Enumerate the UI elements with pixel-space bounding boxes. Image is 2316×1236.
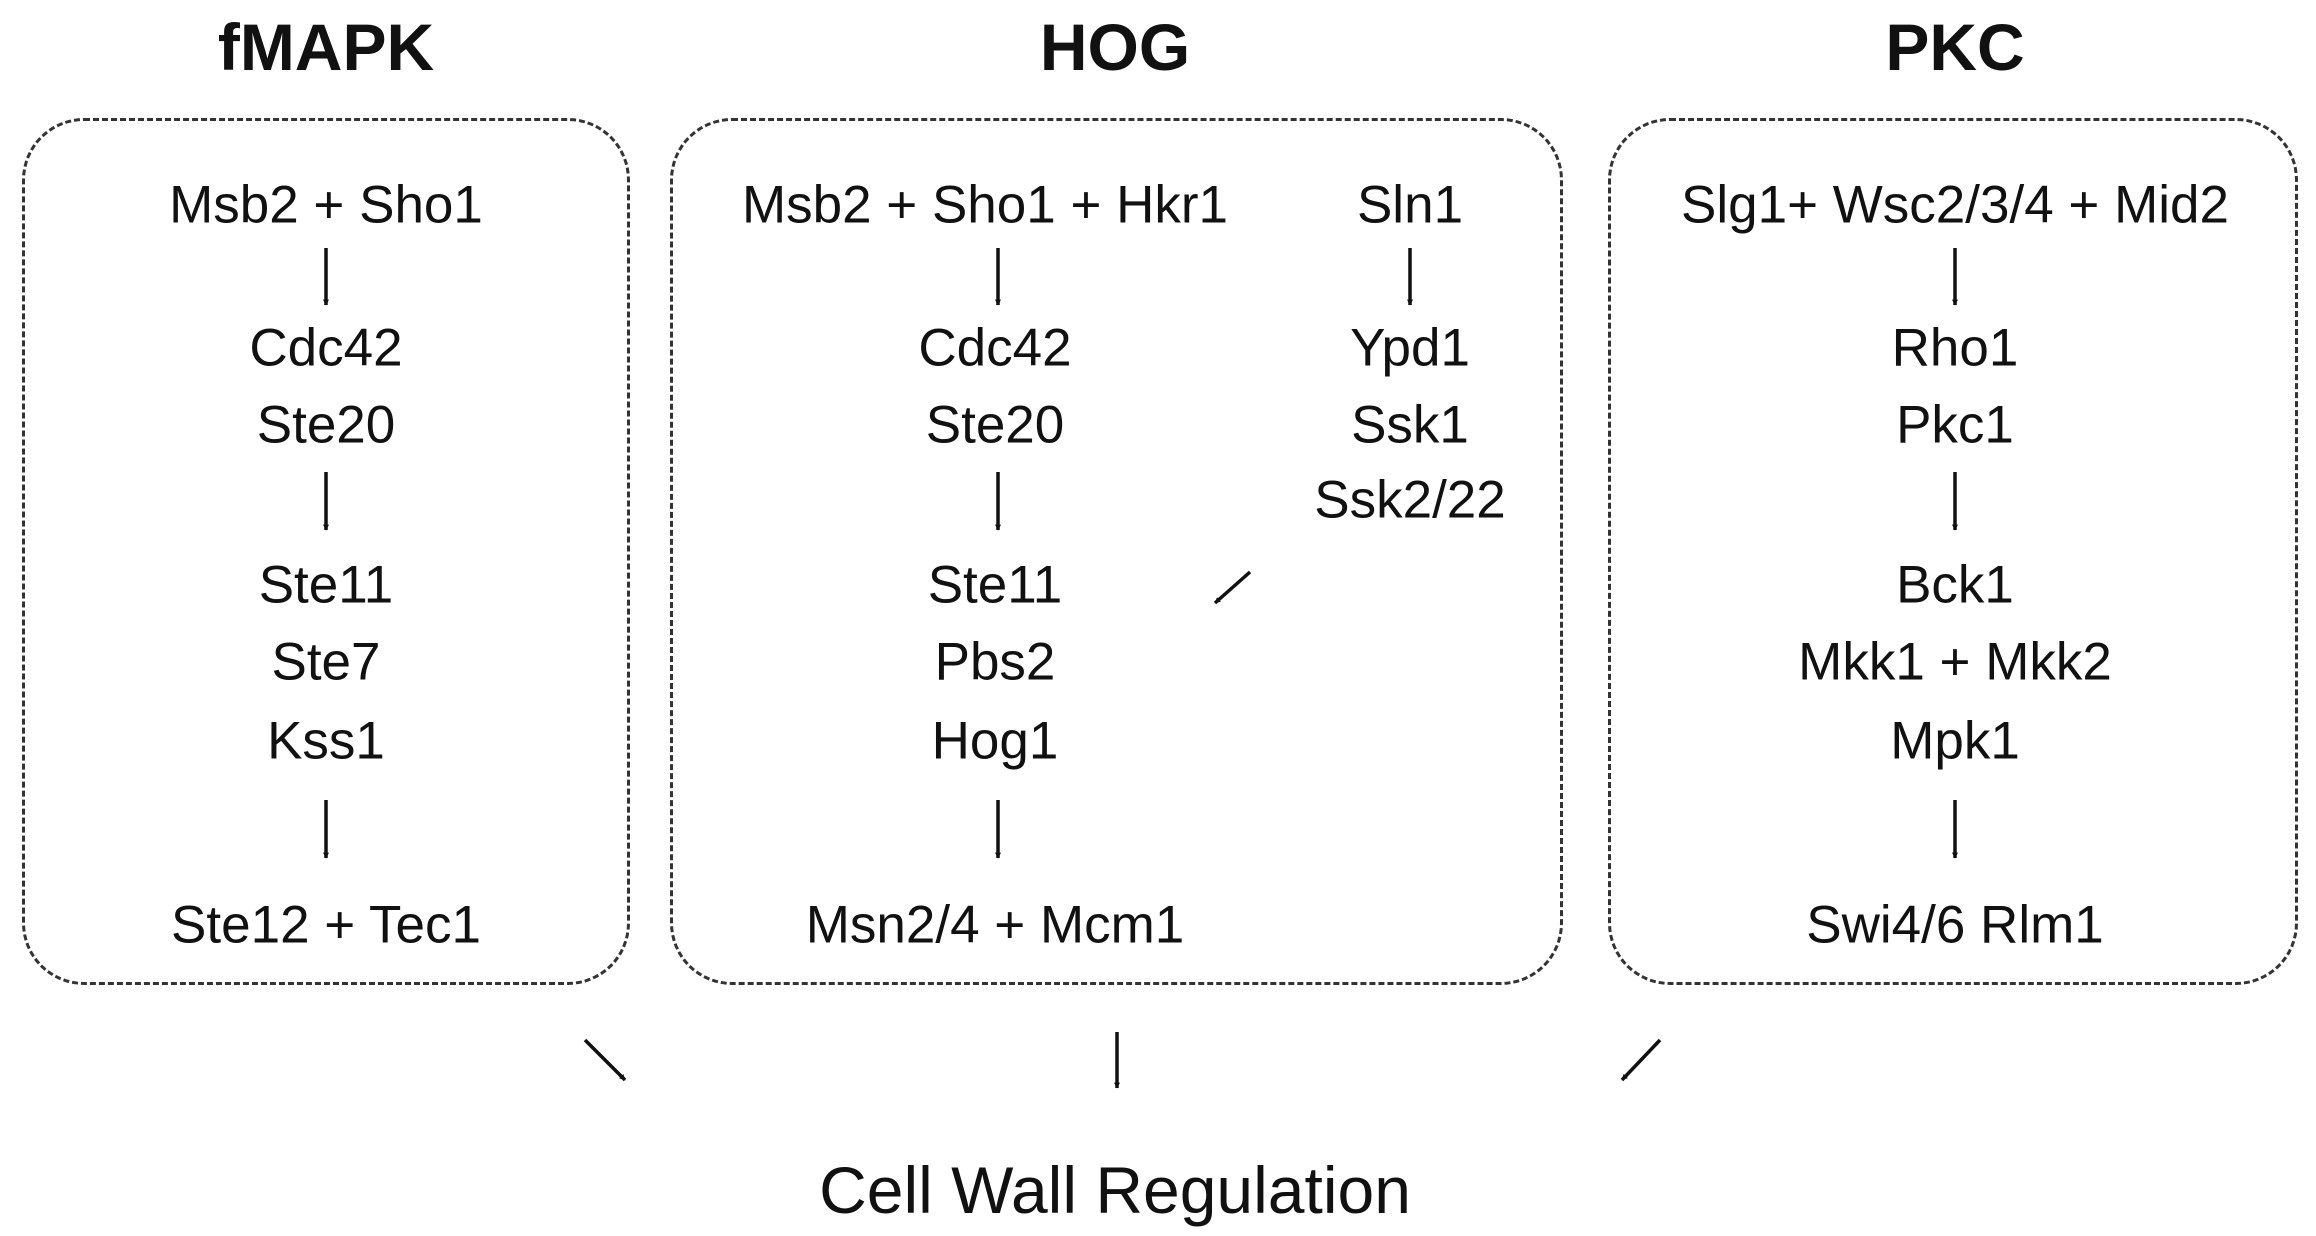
hog-pathway-box [670, 118, 1563, 985]
fmapk-pathway-box [22, 118, 630, 985]
pkc-node-pkc1: Pkc1 [1896, 395, 2014, 455]
hog-node-ste20: Ste20 [925, 395, 1065, 455]
fmapk-node-cdc42: Cdc42 [249, 318, 403, 378]
fmapk-node-ste12-tec1: Ste12 + Tec1 [171, 895, 481, 955]
hog-node-ste11: Ste11 [927, 555, 1063, 615]
pkc-pathway-box [1608, 118, 2298, 985]
fmapk-node-msb2-sho1: Msb2 + Sho1 [169, 175, 483, 235]
arrow-hog-ssk-to-pbs2 [1213, 570, 1252, 605]
pkc-node-mkk1-mkk2: Mkk1 + Mkk2 [1798, 632, 2112, 692]
pkc-node-bck1: Bck1 [1896, 555, 2014, 615]
fmapk-node-ste11: Ste11 [258, 555, 394, 615]
title-fmapk: fMAPK [217, 10, 435, 84]
hog-node-ypd1: Ypd1 [1350, 318, 1470, 378]
title-pkc: PKC [1885, 10, 2025, 84]
pkc-node-rho1: Rho1 [1891, 318, 2019, 378]
hog-node-pbs2: Pbs2 [934, 632, 1056, 692]
hog-node-msb2-sho1-hkr1: Msb2 + Sho1 + Hkr1 [741, 175, 1229, 235]
hog-node-ssk2-22: Ssk2/22 [1314, 470, 1506, 530]
hog-node-sln1: Sln1 [1356, 175, 1464, 235]
output-cell-wall-regulation: Cell Wall Regulation [819, 1153, 1411, 1227]
hog-node-cdc42: Cdc42 [918, 318, 1072, 378]
hog-node-ssk1: Ssk1 [1351, 395, 1469, 455]
pkc-node-slg1-wsc-mid2: Slg1+ Wsc2/3/4 + Mid2 [1681, 175, 2229, 235]
hog-node-hog1: Hog1 [931, 711, 1059, 771]
fmapk-node-kss1: Kss1 [267, 711, 385, 771]
pkc-node-mpk1: Mpk1 [1890, 711, 2020, 771]
hog-node-msn24-mcm1: Msn2/4 + Mcm1 [805, 895, 1185, 955]
title-hog: HOG [1039, 10, 1191, 84]
fmapk-node-ste7: Ste7 [271, 632, 381, 692]
pkc-node-swi46-rlm1: Swi4/6 Rlm1 [1806, 895, 2104, 955]
fmapk-node-ste20: Ste20 [256, 395, 396, 455]
arrow-pkc-to-output [1620, 1038, 1662, 1082]
arrow-fmapk-to-output [583, 1038, 627, 1082]
